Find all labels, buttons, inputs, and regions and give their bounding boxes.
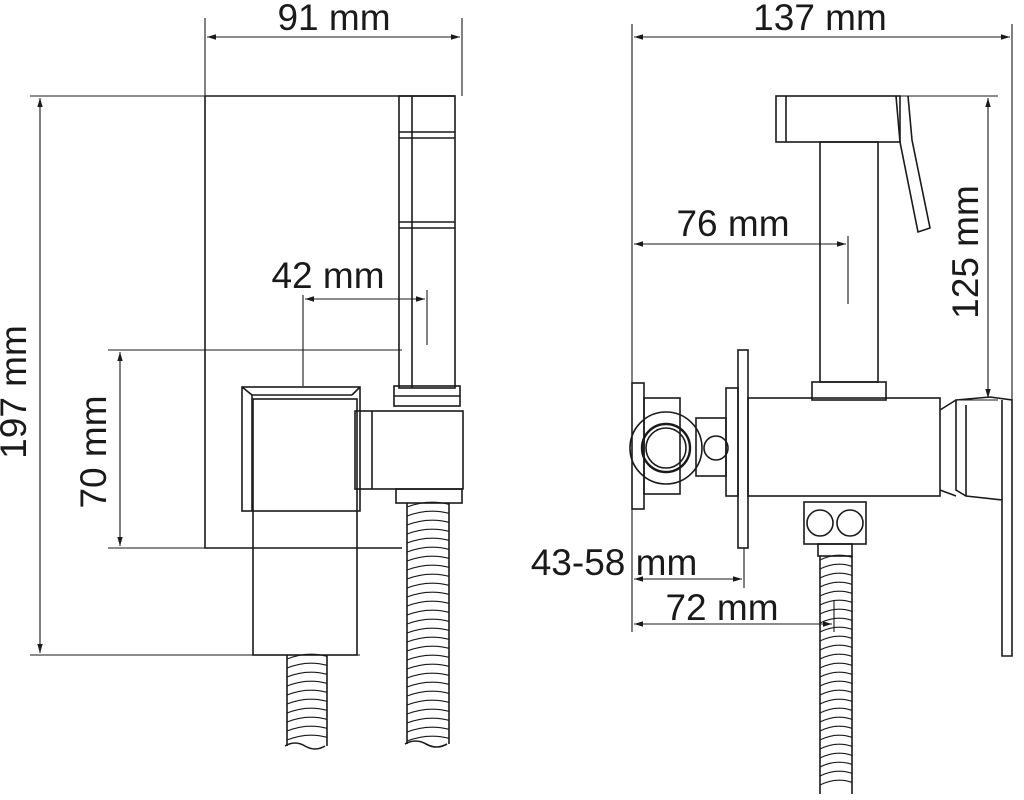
hose-ridge — [819, 572, 853, 579]
side-holder-offset-dimension: 42 mm — [271, 255, 428, 386]
hose-ridge — [819, 662, 853, 669]
side-height-dimension: 197 mm — [0, 95, 360, 656]
hose-ridge — [406, 591, 450, 598]
hose-ridge — [406, 600, 450, 607]
hose-ridge — [406, 510, 450, 517]
hose-ridge — [819, 779, 853, 786]
hose-ridge — [819, 563, 853, 570]
hose-ridge — [819, 590, 853, 597]
hose-ridge — [406, 672, 450, 679]
side-height-label: 197 mm — [0, 325, 34, 459]
hose-ridge — [406, 636, 450, 643]
hose-ridge — [286, 680, 328, 687]
front-view: 137 mm 76 mm 125 mm 43-58 mm 72 mm — [531, 0, 1013, 794]
hose-ridge — [819, 671, 853, 678]
front-width-dimension: 137 mm — [631, 0, 1013, 400]
hose-ridge — [286, 698, 328, 705]
hose-ridge — [406, 627, 450, 634]
hose-ridge — [819, 752, 853, 759]
hose-ridge — [819, 554, 853, 561]
hose-ridge — [819, 617, 853, 624]
front-wall-depth-label: 43-58 mm — [531, 542, 698, 583]
hose-ridge — [406, 573, 450, 580]
hose-ridge — [819, 725, 853, 732]
hose-ridge — [819, 635, 853, 642]
hose-ridge — [406, 528, 450, 535]
hose-ridge — [286, 662, 328, 669]
hose-ridge — [819, 599, 853, 606]
hose-ridge — [406, 726, 450, 733]
hose-ridge — [406, 537, 450, 544]
side-valve-height-label: 70 mm — [73, 395, 114, 508]
hose-ridge — [819, 680, 853, 687]
hose-ridge — [286, 671, 328, 678]
hose-ridge — [406, 681, 450, 688]
front-valve-body — [747, 397, 957, 497]
side-handle — [241, 386, 361, 656]
front-sprayer-head — [775, 95, 931, 234]
side-hose-right — [404, 501, 450, 748]
front-hose — [819, 554, 853, 794]
hose-ridge — [819, 734, 853, 741]
front-holder-stem — [811, 141, 887, 401]
hose-ridge — [819, 707, 853, 714]
hose-ridge — [406, 555, 450, 562]
front-hose-offset-dimension: 72 mm — [631, 509, 835, 632]
hose-ridge — [819, 743, 853, 750]
hose-ridge — [819, 626, 853, 633]
side-valve-body — [354, 410, 464, 504]
side-view: 91 mm 197 mm 42 mm 70 mm — [0, 0, 464, 750]
side-hose-left — [284, 653, 328, 750]
hose-ridge — [286, 707, 328, 714]
hose-ridge — [286, 734, 328, 741]
front-mounting-bracket — [629, 382, 729, 510]
front-holder-height-label: 125 mm — [945, 185, 986, 319]
front-width-label: 137 mm — [753, 0, 887, 38]
hose-ridge — [406, 735, 450, 742]
front-wall-depth-dimension: 43-58 mm — [531, 542, 745, 588]
hose-ridge — [406, 699, 450, 706]
side-width-label: 91 mm — [277, 0, 390, 38]
hose-ridge — [406, 609, 450, 616]
hose-ridge — [406, 618, 450, 625]
hose-ridge — [406, 645, 450, 652]
front-wall-flange — [725, 349, 749, 549]
hose-ridge — [406, 708, 450, 715]
hose-ridge — [406, 546, 450, 553]
side-sprayer-holder — [393, 95, 461, 407]
side-width-dimension: 91 mm — [204, 0, 463, 96]
hose-ridge — [286, 689, 328, 696]
hose-ridge — [819, 653, 853, 660]
hose-ridge — [819, 698, 853, 705]
hose-ridge — [819, 581, 853, 588]
hose-ridge — [819, 689, 853, 696]
hose-ridge — [406, 564, 450, 571]
front-lever-handle — [955, 396, 1013, 657]
hose-ridge — [819, 761, 853, 768]
side-holder-offset-label: 42 mm — [271, 255, 384, 296]
hose-ridge — [406, 690, 450, 697]
hose-ridge — [406, 519, 450, 526]
hose-ridge — [406, 501, 450, 508]
hose-ridge — [286, 716, 328, 723]
hose-cut — [284, 742, 326, 750]
side-valve-height-dimension: 70 mm — [73, 349, 402, 549]
hose-ridge — [286, 725, 328, 732]
hose-ridge — [406, 582, 450, 589]
front-hose-connector — [803, 501, 867, 557]
hose-ridge — [819, 716, 853, 723]
front-holder-offset-label: 76 mm — [676, 203, 789, 244]
hose-ridge — [819, 608, 853, 615]
front-hose-offset-label: 72 mm — [665, 587, 778, 628]
front-holder-offset-dimension: 76 mm — [634, 203, 849, 304]
hose-ridge — [406, 663, 450, 670]
hose-ridge — [406, 654, 450, 661]
front-holder-height-dimension: 125 mm — [900, 95, 998, 401]
hose-cut — [404, 740, 448, 748]
hose-ridge — [406, 717, 450, 724]
hose-ridge — [819, 644, 853, 651]
hose-ridge — [819, 770, 853, 777]
